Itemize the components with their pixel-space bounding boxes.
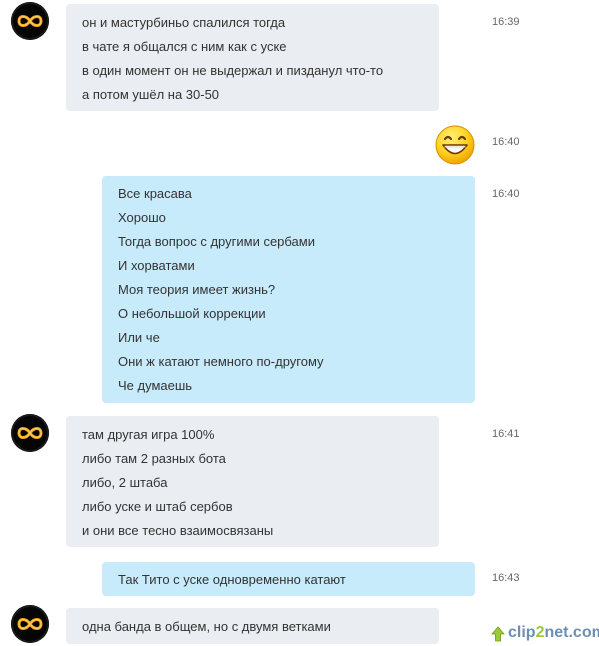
message-text: Тогда вопрос с другими сербами	[118, 234, 315, 249]
message-text: Так Тито с уске одновременно катают	[118, 572, 346, 587]
message-text: либо, 2 штаба	[82, 475, 168, 490]
message-text: а потом ушёл на 30-50	[82, 87, 220, 102]
message-text: Че думаешь	[118, 378, 193, 393]
message-text: там другая игра 100%	[82, 427, 215, 442]
message-text: Все красава	[118, 186, 192, 201]
grinning-face-emoji	[434, 124, 476, 166]
infinity-icon	[17, 618, 43, 630]
message-text: в один момент он не выдержал и пизданул …	[82, 63, 384, 78]
contact-avatar[interactable]	[11, 605, 49, 643]
message-timestamp: 16:39	[492, 16, 520, 28]
contact-avatar[interactable]	[11, 2, 49, 40]
message-bubble-incoming[interactable]: он и мастурбиньо спалился тогда в чате я…	[66, 4, 439, 111]
message-bubble-incoming[interactable]: одна банда в общем, но с двумя ветками	[66, 608, 439, 644]
message-timestamp: 16:43	[492, 572, 520, 584]
contact-avatar[interactable]	[11, 414, 49, 452]
message-timestamp: 16:40	[492, 188, 520, 200]
message-bubble-outgoing[interactable]: Так Тито с уске одновременно катают	[102, 562, 475, 596]
message-text: и они все тесно взаимосвязаны	[82, 523, 274, 538]
message-text: Моя теория имеет жизнь?	[118, 282, 276, 297]
infinity-icon	[17, 427, 43, 439]
message-text: он и мастурбиньо спалился тогда	[82, 15, 286, 30]
message-timestamp: 16:40	[492, 136, 520, 148]
upload-arrow-icon	[491, 626, 505, 642]
message-text: О небольшой коррекции	[118, 306, 266, 321]
message-timestamp: 16:41	[492, 428, 520, 440]
message-text: одна банда в общем, но с двумя ветками	[82, 619, 331, 634]
message-text: либо уске и штаб сербов	[82, 499, 233, 514]
watermark-text: clip2net.com	[508, 624, 599, 641]
message-bubble-incoming[interactable]: там другая игра 100% либо там 2 разных б…	[66, 416, 439, 547]
message-text: Они ж катают немного по-другому	[118, 354, 324, 369]
message-text: либо там 2 разных бота	[82, 451, 226, 466]
message-text: Хорошо	[118, 210, 166, 225]
message-text: в чате я общался с ним как с уске	[82, 39, 287, 54]
message-text: И хорватами	[118, 258, 195, 273]
message-bubble-outgoing[interactable]: Все красава Хорошо Тогда вопрос с другим…	[102, 176, 475, 403]
message-text: Или че	[118, 330, 160, 345]
infinity-icon	[17, 15, 43, 27]
clip2net-watermark: clip2net.com	[490, 624, 599, 646]
